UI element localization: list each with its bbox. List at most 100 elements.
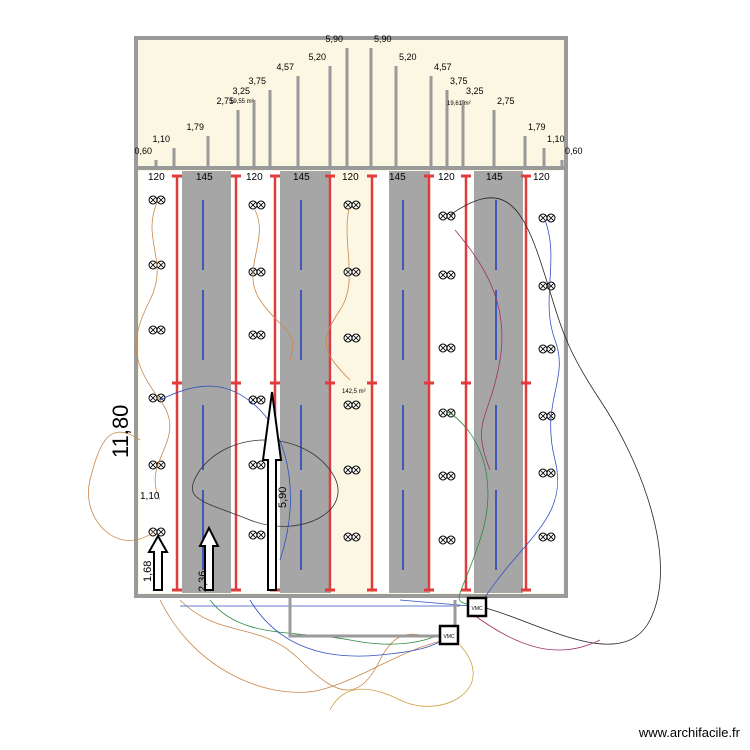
lamp-10-1 [248,395,258,405]
truss-10 [369,48,373,168]
truss-8 [328,66,332,168]
arrow-label-168: 1,68 [142,561,154,582]
wire-12 [209,599,446,645]
lamp-8-2 [256,267,266,277]
arrow-236 [198,525,220,591]
wire-2 [88,431,157,541]
wire-8 [444,409,489,606]
lamp-3-1 [148,325,158,335]
bay-label-2: 145 [196,172,213,183]
lamp-20-2 [446,270,456,280]
wire-16 [479,219,560,606]
lamp-15-2 [351,333,361,343]
wire-13 [249,599,446,657]
bay-label-1: 120 [148,172,165,183]
height-label-10: 5,90 [374,34,392,44]
truss-1 [154,160,158,168]
truss-16 [523,136,527,168]
wire-4 [159,385,291,561]
lamp-21-1 [438,343,448,353]
watermark: www.archifacile.fr [638,725,740,740]
lamp-9-2 [256,330,266,340]
bay-label-8: 145 [486,172,503,183]
lamp-25-2 [546,213,556,223]
side-dimension-label: 1,10 [140,491,160,502]
lamp-2-1 [148,260,158,270]
truss-17 [542,148,546,168]
lamp-12-2 [256,530,266,540]
lamp-16-1 [343,400,353,410]
height-label-9: 5,90 [325,34,343,44]
lamp-29-1 [538,468,548,478]
lamp-30-1 [538,532,548,542]
arrow-label-236: 2,36 [197,571,209,592]
aisle-3 [389,171,430,593]
vmc-label-2: VMC [443,634,455,640]
truss-18 [560,160,564,168]
lamp-11-1 [248,460,258,470]
lamp-18-1 [343,532,353,542]
lamp-9-1 [248,330,258,340]
lamp-13-2 [351,200,361,210]
bay-label-3: 120 [246,172,263,183]
lamp-2-2 [156,260,166,270]
wire-14 [469,611,601,651]
height-label-3: 1,79 [186,122,204,132]
lamp-11-2 [256,460,266,470]
lamp-12-1 [248,530,258,540]
area-main-label: 142,5 m² [342,389,366,395]
arrow-label-590: 5,90 [277,487,289,508]
lamp-19-2 [446,211,456,221]
middle-stripe [333,171,373,593]
lamp-21-2 [446,343,456,353]
lamp-14-1 [343,267,353,277]
wire-15 [329,644,474,711]
aisles [182,171,523,593]
lamp-30-2 [546,532,556,542]
truss-3 [206,136,210,168]
lamp-13-1 [343,200,353,210]
truss-4 [236,110,240,168]
height-label-11: 5,20 [399,52,417,62]
height-label-12: 4,57 [434,62,452,72]
lamp-4-2 [156,393,166,403]
wire-11 [159,599,446,693]
truss-15 [492,110,496,168]
annex-wall [288,596,457,638]
aisle-4 [474,171,523,593]
bay-label-9: 120 [533,172,550,183]
lamp-26-1 [538,281,548,291]
lamp-27-2 [546,344,556,354]
truss-12 [429,76,433,168]
lamp-28-1 [538,411,548,421]
arrow-168 [147,533,169,591]
height-label-18: 0,60 [565,146,583,156]
lamp-15-1 [343,333,353,343]
height-label-17: 1,10 [547,134,565,144]
height-label-5: 3,25 [232,86,250,96]
height-label-14: 3,25 [466,86,484,96]
height-label-16: 1,79 [528,122,546,132]
lamp-14-2 [351,267,361,277]
lamp-18-2 [351,532,361,542]
lamp-23-2 [446,471,456,481]
lamp-6-2 [156,527,166,537]
lamp-19-1 [438,211,448,221]
arrow-590 [261,391,283,591]
truss-13 [445,90,449,168]
lamp-17-2 [351,465,361,475]
wire-3 [191,439,339,527]
lamp-27-1 [538,344,548,354]
height-label-13: 3,75 [450,76,468,86]
height-label-7: 4,57 [276,62,294,72]
lamp-4-1 [148,393,158,403]
lamp-22-1 [438,408,448,418]
truss-7 [296,76,300,168]
height-label-1: 0,60 [134,146,152,156]
wire-10 [179,599,441,691]
roof-trusses [154,48,564,168]
truss-6 [268,90,272,168]
